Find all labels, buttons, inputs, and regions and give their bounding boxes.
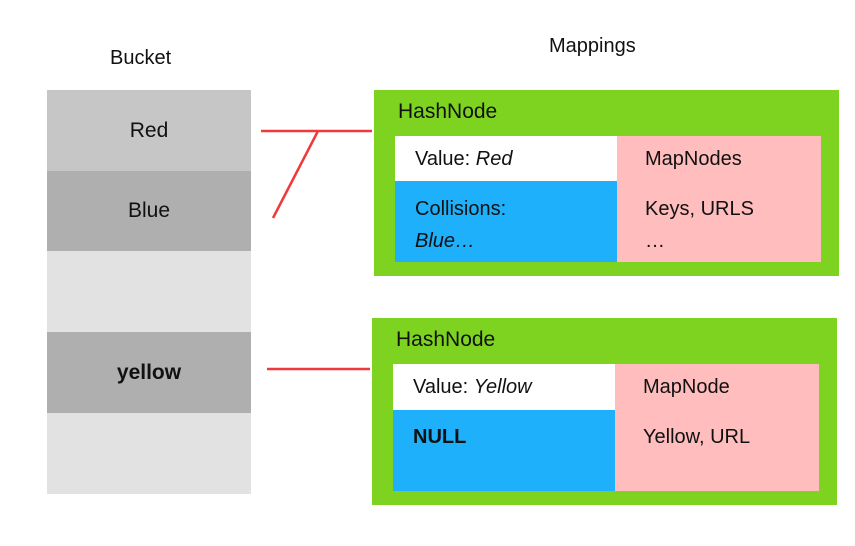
hashnode-title: HashNode (396, 328, 496, 351)
collisions-label: Collisions: (415, 198, 507, 220)
mapnode-cell: MapNode Yellow, URL (615, 364, 819, 491)
hashnode-body: Value: Red Collisions: Blue… MapNodes Ke… (395, 136, 821, 262)
value-label: Value: (413, 376, 469, 398)
mapnodes-line1: Keys, URLS (645, 198, 754, 220)
value-cell: Value: Yellow (393, 364, 615, 410)
value-label: Value: (415, 148, 471, 170)
bucket-yellow: yellow (47, 332, 251, 413)
bucket-empty-1 (47, 251, 251, 332)
link-blue-to-hashnode (271, 130, 320, 219)
value-cell: Value: Red (395, 136, 617, 181)
hashnode-title: HashNode (398, 100, 498, 123)
bucket-blue: Blue (47, 171, 251, 251)
mapnodes-cell: MapNodes Keys, URLS … (617, 136, 821, 262)
mapnode-line1: Yellow, URL (643, 426, 751, 448)
value-text: Yellow (473, 376, 532, 398)
mapnodes-label: MapNodes (645, 148, 742, 170)
collisions-value: Blue… (415, 230, 476, 252)
collisions-cell: NULL (393, 410, 615, 491)
value-text: Red (475, 148, 513, 170)
mappings-heading: Mappings (549, 35, 636, 57)
mapnode-label: MapNode (643, 376, 730, 398)
bucket-red: Red (47, 90, 251, 171)
hashnode-yellow: HashNode Value: Yellow NULL MapNode Yell… (372, 318, 837, 505)
collisions-null: NULL (413, 426, 467, 448)
mapnodes-line2: … (645, 230, 665, 252)
collisions-cell: Collisions: Blue… (395, 181, 617, 262)
bucket-empty-2 (47, 413, 251, 494)
bucket-heading: Bucket (110, 47, 172, 69)
hashnode-red: HashNode Value: Red Collisions: Blue… Ma… (374, 90, 839, 276)
hashnode-body: Value: Yellow NULL MapNode Yellow, URL (393, 364, 819, 491)
